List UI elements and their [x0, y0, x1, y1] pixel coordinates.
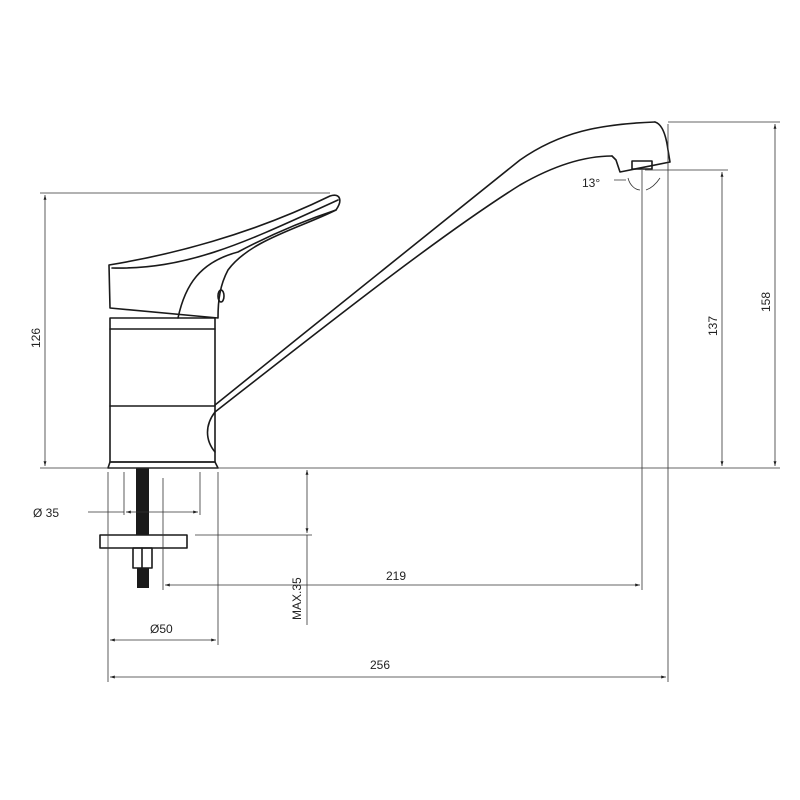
- dimension-lines: [40, 121, 780, 682]
- handle-ridge: [111, 199, 339, 269]
- body-cylinder: [109, 317, 216, 463]
- base-ring: [107, 461, 219, 469]
- faucet-outline: [99, 121, 671, 588]
- dim-max35: MAX.35: [290, 577, 304, 620]
- dim-219: 219: [386, 569, 406, 583]
- mounting-rod: [136, 468, 149, 535]
- spout-head: [611, 121, 671, 173]
- dim-126: 126: [29, 328, 43, 348]
- spout-lower-edge: [206, 155, 613, 453]
- dim-angle-13: 13°: [582, 176, 600, 190]
- washer-plate: [99, 534, 188, 549]
- dim-d50: Ø50: [150, 622, 173, 636]
- handle-side-curve: [177, 209, 337, 319]
- spout-upper-edge: [214, 121, 656, 406]
- aerator: [631, 160, 653, 170]
- dim-137: 137: [706, 316, 720, 336]
- dim-256: 256: [370, 658, 390, 672]
- dim-158: 158: [759, 292, 773, 312]
- dim-d35: Ø 35: [33, 506, 59, 520]
- handle-screw: [217, 289, 225, 303]
- threaded-end: [137, 568, 149, 588]
